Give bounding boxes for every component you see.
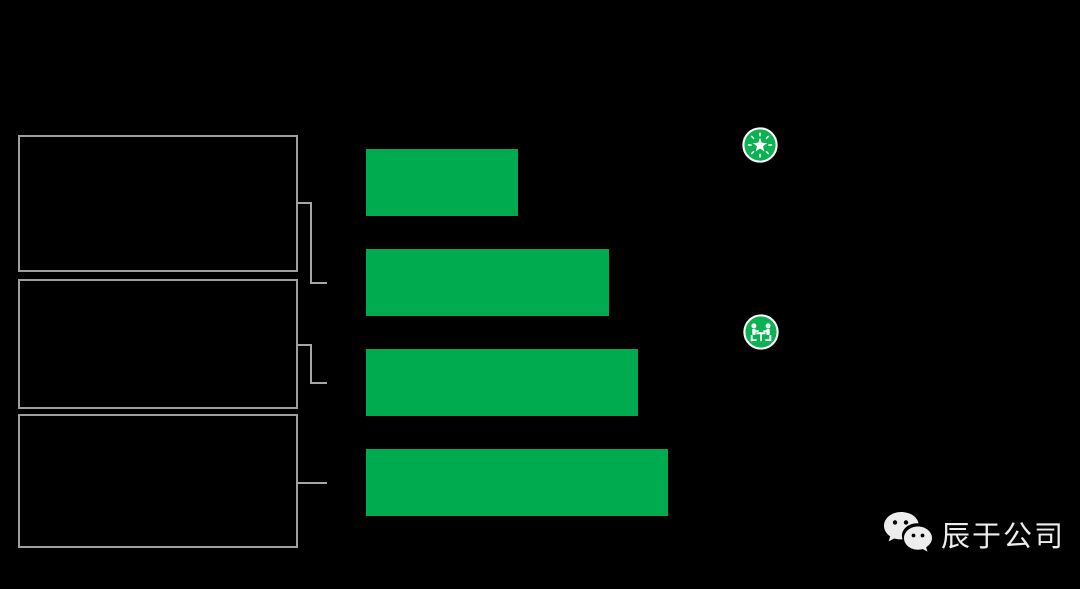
connector-line-1	[297, 202, 312, 204]
bar-1	[366, 149, 518, 216]
annotation-box-3	[18, 414, 298, 548]
brand-watermark: 辰于公司	[882, 510, 1065, 558]
connector-line-1	[310, 202, 312, 284]
meeting-table-icon	[743, 314, 779, 350]
connector-line-2	[310, 382, 327, 384]
bar-3	[366, 349, 638, 416]
bar-4	[366, 449, 668, 516]
connector-line-2	[310, 344, 312, 384]
connector-line-1	[310, 282, 327, 284]
sparkle-star-icon	[742, 127, 778, 163]
connector-line-2	[297, 344, 312, 346]
brand-name: 辰于公司	[941, 521, 1066, 553]
bar-2	[366, 249, 609, 316]
wechat-logo-icon	[884, 512, 932, 552]
connector-line-3	[297, 482, 327, 484]
